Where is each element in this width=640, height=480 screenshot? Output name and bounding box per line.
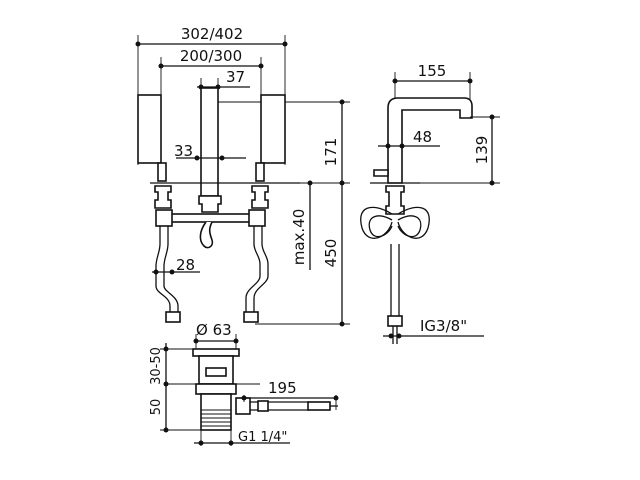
- waste-nut: [195, 383, 237, 395]
- dim-waste-diameter: Ø 63: [193, 321, 239, 344]
- dim-connection: IG3/8": [383, 317, 484, 339]
- waste-tailpiece: [200, 393, 232, 431]
- label-center-distance: 200/300: [180, 47, 242, 65]
- dim-spout-reach: 155: [392, 62, 473, 84]
- label-spout-reach: 155: [418, 62, 447, 80]
- label-height-top: 171: [322, 138, 340, 167]
- dim-max-thickness: max.40: [290, 180, 318, 270]
- label-waste-diameter: Ø 63: [196, 321, 232, 339]
- left-tee: [155, 209, 173, 227]
- waste-pivot: [235, 397, 251, 415]
- label-waste-height: 50: [149, 399, 164, 416]
- label-overall-width: 302/402: [181, 25, 243, 43]
- left-valve-body: [154, 185, 172, 209]
- right-tee: [248, 209, 266, 227]
- label-body-depth: 48: [413, 128, 432, 146]
- dim-center-distance: 200/300: [158, 47, 264, 69]
- dim-rod-length: 195: [241, 379, 339, 401]
- dim-hose-length: 450: [322, 183, 345, 327]
- label-max-thickness: max.40: [290, 209, 308, 266]
- dim-waste-height: 50: [149, 384, 169, 433]
- left-handle: [137, 94, 162, 164]
- dim-height-top: 171: [322, 99, 345, 186]
- waste-flange: [192, 348, 240, 357]
- dim-hose-width: 28: [152, 256, 200, 275]
- label-connection: IG3/8": [420, 317, 467, 335]
- dim-thread: G1 1/4": [194, 430, 290, 446]
- dim-spout-width: 37: [197, 68, 250, 90]
- label-thread: G1 1/4": [238, 430, 287, 445]
- label-body-width: 33: [174, 142, 193, 160]
- label-rod-length: 195: [268, 379, 297, 397]
- waste-assembly: Ø 63 195: [149, 321, 339, 446]
- right-handle: [260, 94, 286, 164]
- label-spout-height: 139: [473, 136, 491, 165]
- label-hose-width: 28: [176, 256, 195, 274]
- left-hose-nut: [165, 311, 181, 323]
- label-hose-length: 450: [322, 239, 340, 268]
- waste-rod-end: [307, 401, 331, 411]
- dim-adjust-range: 30-50: [149, 343, 169, 387]
- front-view: 302/402 200/300 37 171: [135, 25, 350, 327]
- dim-body-depth: 48: [378, 128, 440, 149]
- side-spout: [387, 97, 473, 184]
- dim-body-width: 33: [174, 142, 246, 161]
- waste-rod-clip: [257, 400, 269, 412]
- dim-spout-height: 139: [473, 114, 495, 186]
- label-spout-width: 37: [226, 68, 245, 86]
- dim-overall-width: 302/402: [135, 25, 288, 47]
- side-lever: [373, 169, 389, 177]
- left-valve-stem: [157, 162, 167, 182]
- waste-window: [205, 367, 227, 377]
- side-view: 155 139 48: [360, 62, 500, 344]
- right-valve-body: [251, 185, 269, 209]
- cross-pipe: [167, 213, 257, 223]
- center-body: [198, 195, 222, 213]
- spout-column: [200, 87, 219, 197]
- right-valve-stem: [255, 162, 265, 182]
- right-hose-nut: [243, 311, 259, 323]
- side-hose-nut: [387, 315, 403, 327]
- side-valve-body: [385, 185, 405, 215]
- label-adjust-range: 30-50: [149, 347, 164, 385]
- center-hose-loop: [199, 221, 214, 249]
